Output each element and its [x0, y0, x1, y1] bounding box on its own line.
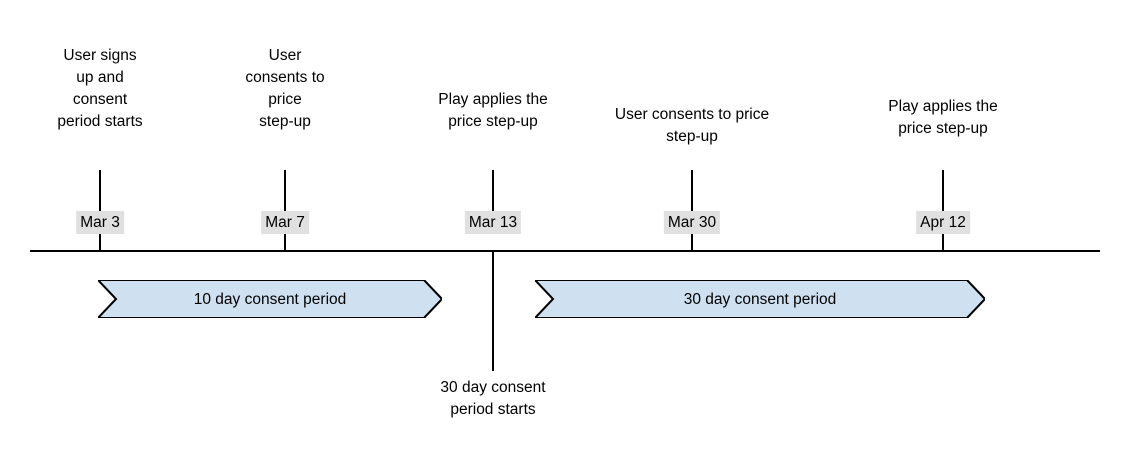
annotation-stem-line — [492, 250, 494, 371]
event-caption: User signs up and consent period starts — [57, 47, 143, 130]
event-caption: User consents to price step-up — [614, 106, 770, 145]
event-date-label: Mar 30 — [663, 211, 721, 234]
event-caption: Play applies the price step-up — [888, 98, 998, 137]
event-tick-mark — [691, 170, 693, 250]
event-tick-mark — [99, 170, 101, 250]
event-date-label: Mar 3 — [76, 211, 124, 234]
consent-period-band-band-30-day: 30 day consent period — [535, 280, 985, 318]
event-tick-mark — [284, 170, 286, 250]
event-caption: User consents to price step-up — [245, 47, 325, 130]
timeline-axis — [30, 250, 1100, 252]
band-label: 30 day consent period — [683, 290, 837, 308]
annotation-caption: 30 day consent period starts — [440, 379, 546, 418]
band-chevron-shape — [98, 280, 442, 318]
event-date-label: Apr 12 — [916, 211, 970, 234]
event-date-label: Mar 13 — [464, 211, 522, 234]
consent-period-band-band-10-day: 10 day consent period — [98, 280, 442, 318]
event-tick-mark — [492, 170, 494, 214]
band-chevron-shape — [535, 280, 985, 318]
event-caption: Play applies the price step-up — [438, 91, 548, 130]
event-tick-mark — [942, 170, 944, 250]
band-label: 10 day consent period — [193, 290, 347, 308]
event-date-label: Mar 7 — [261, 211, 309, 234]
